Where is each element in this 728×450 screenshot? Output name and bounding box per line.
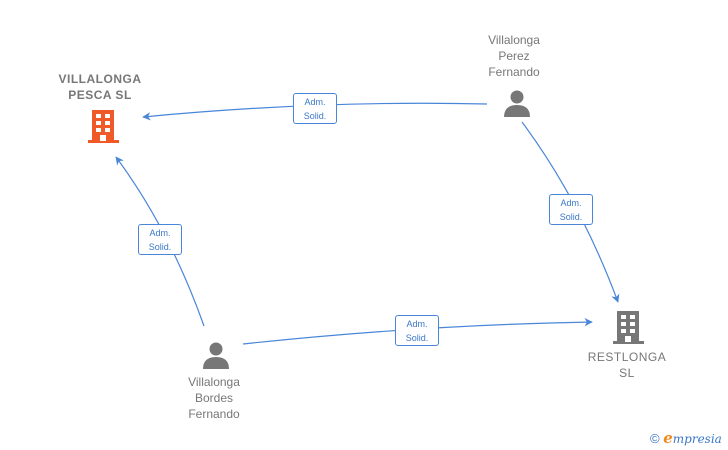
edge-label-line2: Solid. [148, 242, 172, 252]
edge-label-line2: Solid. [303, 111, 327, 121]
edge-label-perez-to-pesca[interactable]: Adm. Solid. [293, 93, 337, 124]
edge-label-line1: Adm. [560, 198, 582, 208]
edge-label-perez-to-restlonga[interactable]: Adm. Solid. [549, 194, 593, 225]
edge-label-bordes-to-pesca[interactable]: Adm. Solid. [138, 224, 182, 255]
building-icon[interactable] [612, 309, 646, 345]
edge-label-line2: Solid. [559, 212, 583, 222]
edge-label-line1: Adm. [406, 319, 428, 329]
node-label-bordes-fernando: Villalonga Bordes Fernando [188, 375, 240, 421]
edge-label-line1: Adm. [149, 228, 171, 238]
edge-label-line2: Solid. [405, 333, 429, 343]
copyright-icon: © [650, 431, 660, 446]
brand-logo-rest: mpresia [672, 432, 722, 446]
brand-logo: empresia [663, 429, 722, 447]
node-label-perez-fernando: Villalonga Perez Fernando [488, 33, 540, 79]
node-label-restlonga: RESTLONGA SL [587, 350, 667, 380]
footer-brand[interactable]: © empresia [650, 429, 722, 447]
edge-label-bordes-to-restlonga[interactable]: Adm. Solid. [395, 315, 439, 346]
person-icon[interactable] [201, 340, 231, 370]
person-icon[interactable] [502, 88, 532, 118]
node-label-villalonga-pesca: VILLALONGA PESCA SL [58, 72, 142, 102]
brand-logo-e: e [663, 429, 673, 447]
edge-label-line1: Adm. [304, 97, 326, 107]
building-icon[interactable] [87, 108, 121, 144]
